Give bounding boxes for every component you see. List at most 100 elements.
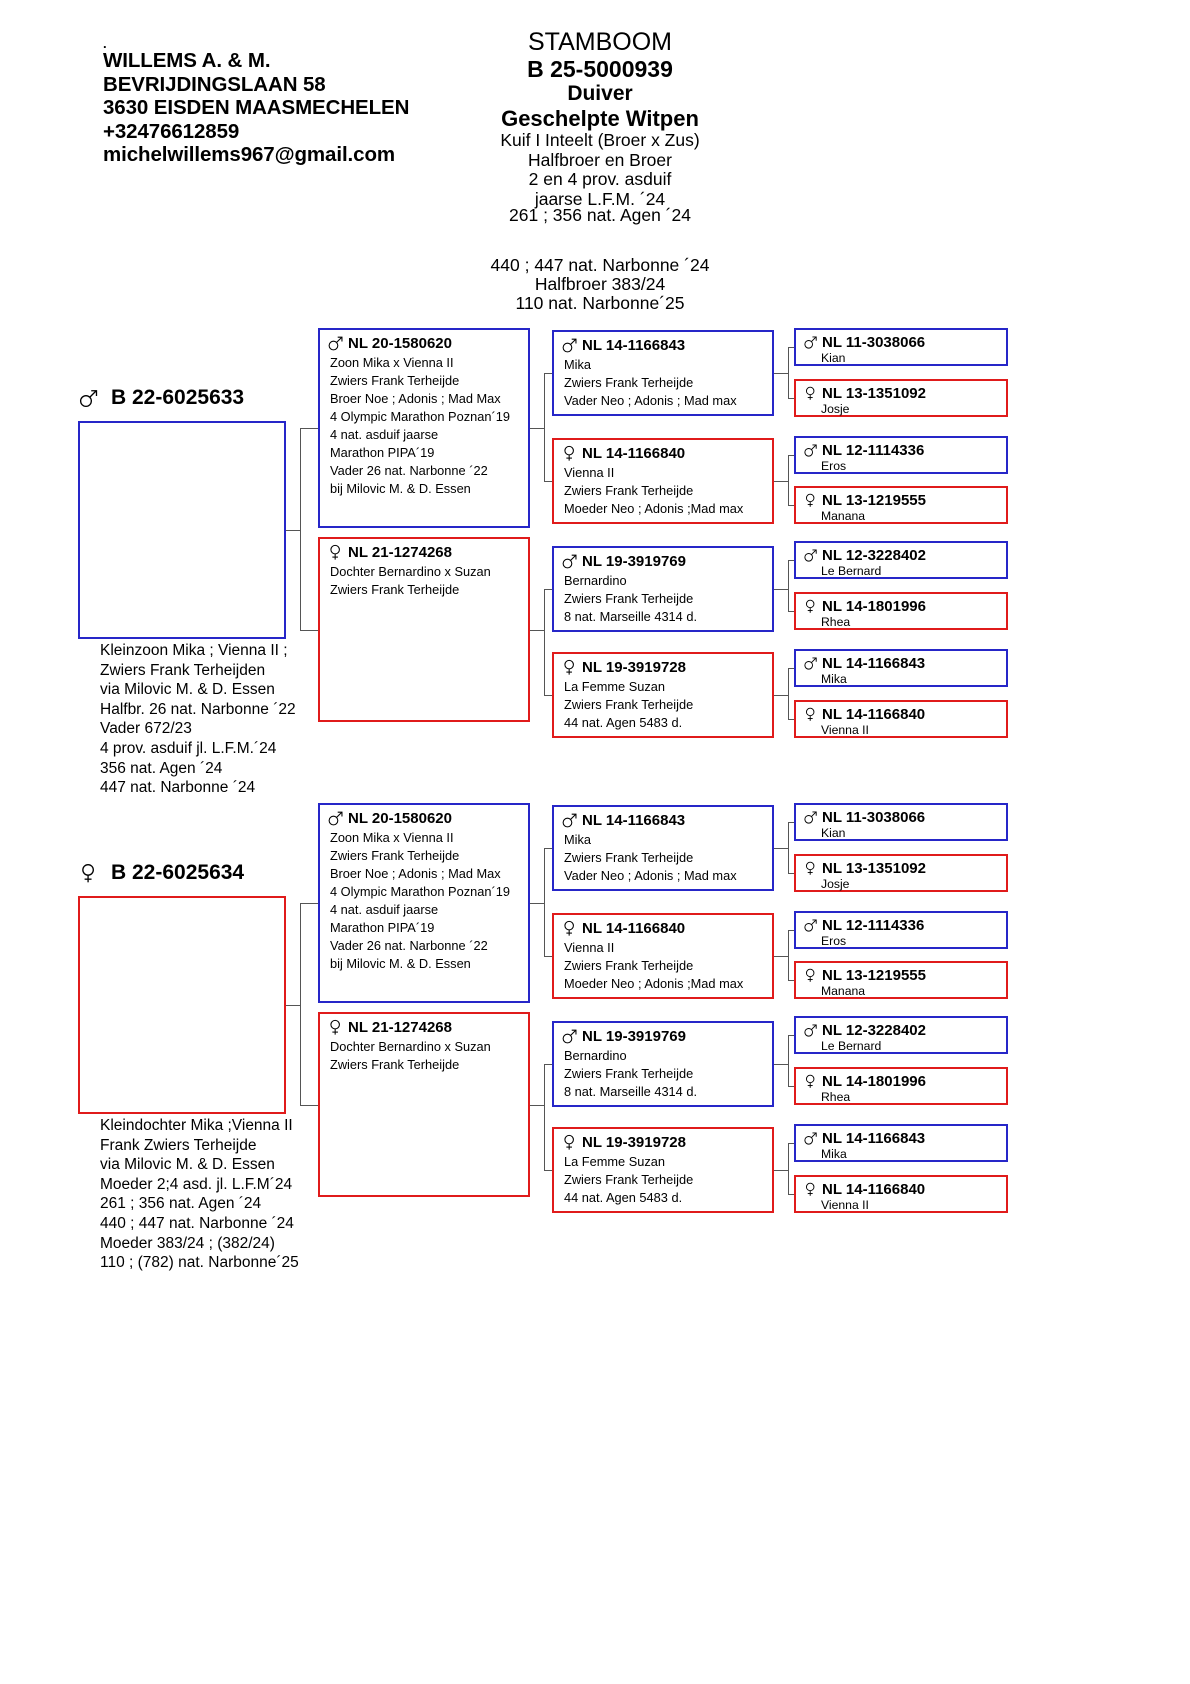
pedigree-box-header: NL 13-1219555 [796,968,1006,984]
pedigree-detail-line: 4 Olympic Marathon Poznan´19 [330,884,510,899]
ring-number: NL 14-1801996 [822,1073,926,1090]
female-symbol-icon [803,493,818,508]
pedigree-detail-line: La Femme Suzan [564,1154,666,1169]
pedigree-detail-line: Kian [821,351,846,365]
pedigree-detail-line: Eros [821,934,847,948]
pedigree-detail-line: Marathon PIPA´19 [330,445,435,460]
ring-number: NL 13-1351092 [822,860,926,877]
female-symbol-icon [803,968,818,983]
pedigree-box-header: NL 19-3919769 [554,553,772,571]
connector-line [788,455,789,505]
ring-number: NL 12-1114336 [822,917,925,934]
subject-photo-box[interactable] [78,421,286,639]
male-symbol-icon [561,337,578,354]
pedigree-detail-line: Zwiers Frank Terheijde [564,958,694,973]
female-symbol-icon [803,386,818,401]
female-symbol-icon [78,863,99,884]
connector-line [788,1143,794,1144]
title-note-1: Kuif I Inteelt (Broer x Zus) [500,130,700,150]
pedigree-box-details: Josje [796,877,1006,891]
subject-label: B 22-6025634 [78,861,244,885]
pedigree-box-details: Mika [796,672,1006,686]
pedigree-box-header: NL 14-1166843 [554,812,772,830]
connector-line [788,398,794,399]
connector-line [544,848,552,849]
ring-number: NL 21-1274268 [348,1019,452,1036]
connector-line [788,1086,794,1087]
pedigree-detail-line: Manana [821,509,866,523]
ring-number: NL 19-3919728 [582,659,686,676]
ring-number: NL 13-1219555 [822,967,926,984]
pedigree-box-details: Le Bernard [796,564,1006,578]
pedigree-box-header: NL 14-1166843 [796,656,1006,672]
subject-ring: B 22-6025634 [111,861,245,884]
title-note-2: Halfbroer en Broer [528,149,672,170]
pedigree-detail-line: 44 nat. Agen 5483 d. [564,1190,683,1205]
caption-line: Halfbr. 26 nat. Narbonne ´22 [100,700,296,718]
pedigree-box-header: NL 11-3038066 [796,335,1006,351]
results-note-1: 440 ; 447 nat. Narbonne ´24 [490,255,710,275]
connector-line [788,668,794,669]
male-symbol-icon [803,335,818,350]
ring-number: NL 14-1166843 [582,337,686,354]
pedigree-box-header: NL 12-3228402 [796,1023,1006,1039]
female-symbol-icon [561,659,578,676]
connector-line [774,589,788,590]
subject-sex-label: Duiver [567,82,633,105]
ring-number: NL 14-1166840 [582,920,686,937]
female-symbol-icon [803,1074,818,1089]
pedigree-detail-line: 44 nat. Agen 5483 d. [564,715,683,730]
connector-line [544,956,552,957]
ring-number: NL 14-1166843 [822,1130,926,1147]
pedigree-detail-line: Zwiers Frank Terheijde [564,1172,694,1187]
male-symbol-icon [803,1131,818,1146]
pedigree-box-details: Vienna II [796,723,1006,737]
pedigree-box-header: NL 13-1351092 [796,861,1006,877]
pedigree-detail-line: Zwiers Frank Terheijde [564,375,694,390]
ring-number: NL 20-1580620 [348,335,452,352]
subject-photo-box[interactable] [78,896,286,1114]
pedigree-box-header: NL 14-1166843 [554,337,772,355]
male-symbol-icon [561,1028,578,1045]
male-symbol-icon [327,335,344,352]
caption-line: 4 prov. asduif jl. L.F.M.´24 [100,739,277,757]
female-symbol-icon [803,599,818,614]
pedigree-detail-line: Dochter Bernardino x Suzan [330,564,491,579]
pedigree-detail-line: Zwiers Frank Terheijde [564,591,694,606]
connector-line [788,980,794,981]
pedigree-box-details: Mika [796,1147,1006,1161]
pedigree-detail-line: Le Bernard [821,564,882,578]
pedigree-box-header: NL 21-1274268 [320,544,528,562]
pedigree-detail-line: Zwiers Frank Terheijde [564,850,694,865]
title-note-4: jaarse L.F.M. ´24 [534,188,666,209]
